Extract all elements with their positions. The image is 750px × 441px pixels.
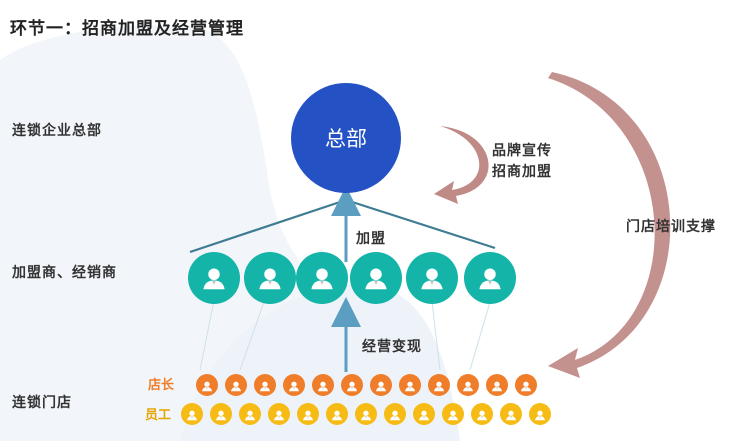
person-icon (475, 407, 489, 421)
link-line-left (189, 198, 347, 254)
join-label: 加盟 (356, 231, 386, 247)
store-manager-dot (312, 374, 334, 396)
staff-dot (471, 403, 493, 425)
faint-links (199, 299, 491, 371)
store-manager-dot (196, 374, 218, 396)
training-curve-arrow (548, 72, 671, 378)
dealer-node (406, 252, 458, 304)
staff-dot (384, 403, 406, 425)
branding-curve-arrow (434, 126, 489, 204)
person-icon (417, 263, 447, 293)
person-icon (255, 263, 285, 293)
person-icon (490, 378, 504, 392)
staff-dot (297, 403, 319, 425)
person-icon (330, 407, 344, 421)
hq-node: 总部 (291, 83, 401, 193)
store-manager-dot (515, 374, 537, 396)
operation-label: 经营变现 (362, 339, 422, 355)
person-icon (461, 378, 475, 392)
store-manager-dot (486, 374, 508, 396)
staff-dot (500, 403, 522, 425)
training-label: 门店培训支撑 (626, 219, 716, 235)
branding-label-2: 招商加盟 (492, 164, 552, 180)
person-icon (200, 378, 214, 392)
page-title: 环节一：招商加盟及经营管理 (10, 19, 244, 39)
person-icon (417, 407, 431, 421)
dealer-node (296, 252, 348, 304)
store-manager-dot (283, 374, 305, 396)
person-icon (199, 263, 229, 293)
person-icon (307, 263, 337, 293)
person-icon (403, 378, 417, 392)
staff-dot (413, 403, 435, 425)
person-icon (432, 378, 446, 392)
staff-dot (181, 403, 203, 425)
branding-label-1: 品牌宣传 (492, 143, 552, 159)
level-label-dealers: 加盟商、经销商 (12, 265, 117, 281)
store-manager-dot (225, 374, 247, 396)
person-icon (316, 378, 330, 392)
staff-dot (326, 403, 348, 425)
person-icon (287, 378, 301, 392)
store-manager-dot (341, 374, 363, 396)
staff-dot (355, 403, 377, 425)
person-icon (185, 407, 199, 421)
store-manager-dot (399, 374, 421, 396)
person-icon (388, 407, 402, 421)
store-manager-dot (457, 374, 479, 396)
person-icon (519, 378, 533, 392)
staff-dot (442, 403, 464, 425)
person-icon (359, 407, 373, 421)
staff-dot (268, 403, 290, 425)
staff-dot (529, 403, 551, 425)
level-label-stores: 连锁门店 (12, 395, 72, 411)
person-icon (446, 407, 460, 421)
store-manager-dot (370, 374, 392, 396)
staff-row-label: 员工 (145, 408, 172, 423)
link-line-right (345, 198, 496, 250)
dealer-node (244, 252, 296, 304)
background-blob-lower (180, 284, 460, 441)
level-label-hq: 连锁企业总部 (12, 123, 102, 139)
person-icon (533, 407, 547, 421)
dealer-node (464, 252, 516, 304)
person-icon (345, 378, 359, 392)
person-icon (272, 407, 286, 421)
person-icon (229, 378, 243, 392)
person-icon (475, 263, 505, 293)
person-icon (504, 407, 518, 421)
store-manager-dot (428, 374, 450, 396)
store-manager-dot (254, 374, 276, 396)
person-icon (374, 378, 388, 392)
staff-dot (239, 403, 261, 425)
dealer-node (188, 252, 240, 304)
staff-dot (210, 403, 232, 425)
person-icon (243, 407, 257, 421)
person-icon (301, 407, 315, 421)
person-icon (214, 407, 228, 421)
person-icon (361, 263, 391, 293)
dealer-node (350, 252, 402, 304)
person-icon (258, 378, 272, 392)
manager-row-label: 店长 (148, 378, 175, 393)
hq-node-label: 总部 (325, 127, 367, 151)
